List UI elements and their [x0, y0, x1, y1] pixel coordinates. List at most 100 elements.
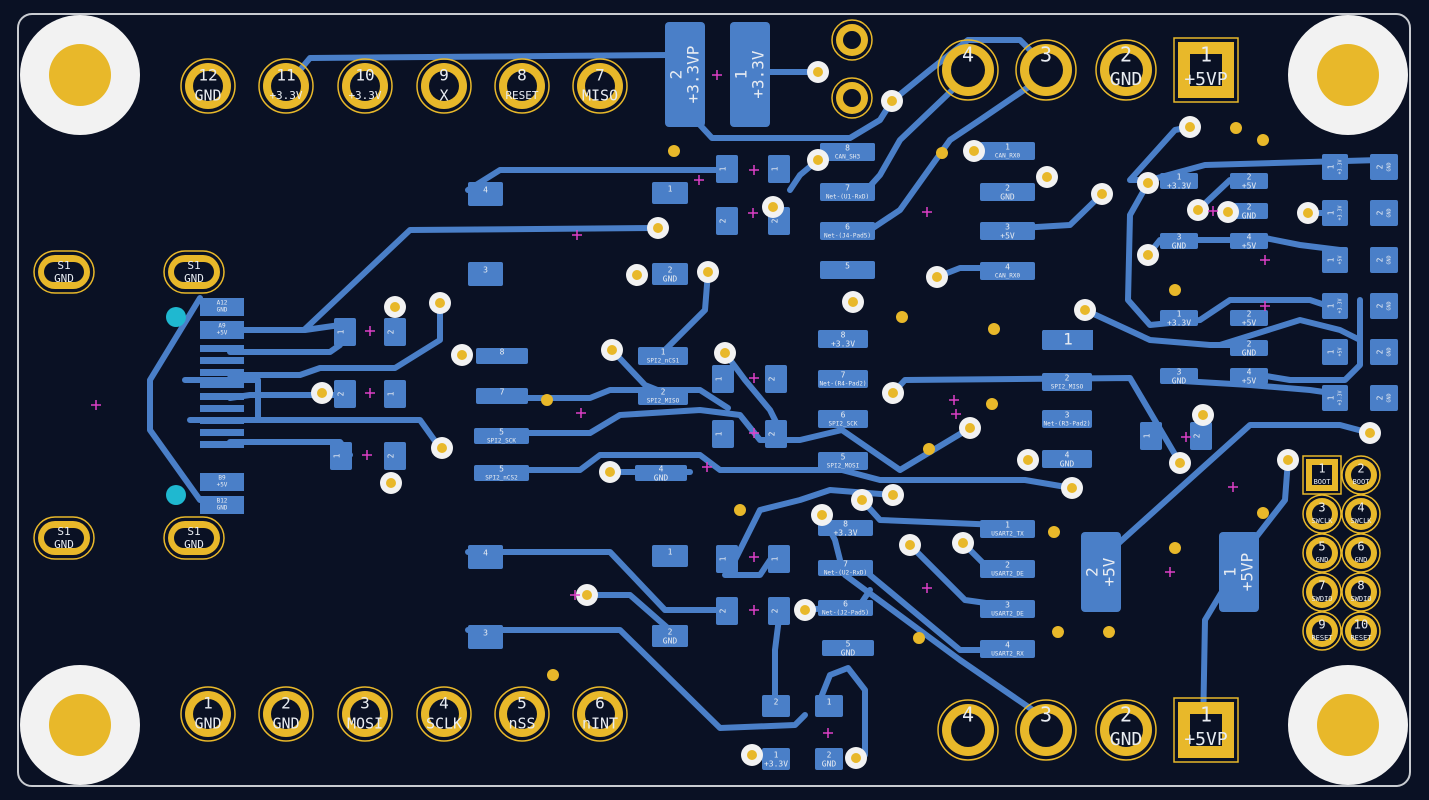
right-net-pad: 1+5V [1322, 247, 1348, 273]
pad-number: 1 [774, 751, 779, 760]
pad-label: GND [1242, 349, 1257, 358]
via [959, 417, 981, 439]
pin-label: GND [1355, 556, 1368, 564]
pad-number: 1 [771, 166, 780, 171]
via [384, 296, 406, 318]
pad-number: 2 [668, 266, 673, 275]
via [882, 484, 904, 506]
via [431, 437, 453, 459]
pad-label: SPI2_MOSI [827, 463, 860, 470]
pad-label: GND [654, 474, 669, 483]
pin-number: 5 [517, 694, 527, 713]
pad-number: 2 [1376, 210, 1385, 215]
mini-pad: 2+5V [1230, 173, 1268, 191]
component-number: 1 [1063, 330, 1073, 349]
pad-label: +5V [1242, 182, 1257, 191]
usb-pin-label: A9 [218, 323, 226, 330]
via [599, 461, 621, 483]
smd-pad: 1 [652, 182, 688, 204]
pin-label: nSS [508, 715, 535, 733]
pad-number: 1 [1327, 257, 1336, 262]
pin-number: 7 [595, 66, 605, 85]
pad-label: +3.3V [1338, 298, 1344, 313]
via [1297, 202, 1319, 224]
via [794, 599, 816, 621]
pad-label: CAN_RX0 [995, 153, 1021, 160]
pad-number: 2 [771, 218, 780, 223]
pad-number: 1 [1005, 143, 1010, 152]
via [1036, 166, 1058, 188]
pad-number: 2 [1376, 303, 1385, 308]
pad-number: 2 [1247, 340, 1252, 349]
via [1061, 477, 1083, 499]
smd-pad: 3 [468, 625, 503, 649]
pad-label: CAN_RX0 [995, 273, 1021, 280]
via [1192, 404, 1214, 426]
pad-number: 5 [845, 262, 850, 271]
resistor-pad: 1 [330, 442, 352, 470]
test-dot [547, 669, 559, 681]
usb-pin-label: B12 [217, 498, 228, 505]
resistor-pad: 2 [334, 380, 356, 408]
smd-pad: 1 [815, 695, 843, 717]
pad-label: GND [1387, 255, 1393, 264]
pad-label: SPI2_SCK [829, 421, 858, 428]
pad-label: +3.3V [1338, 159, 1344, 174]
pad-number: 2 [1247, 173, 1252, 182]
origin-marker [1165, 567, 1175, 577]
pad-number: 3 [1177, 368, 1182, 377]
pad-label: Net-(R4-Pad2) [820, 381, 867, 388]
pad-label: GND [1387, 393, 1393, 402]
via [647, 217, 669, 239]
header-top-pin: 10+3.3V [337, 58, 393, 114]
pad-number: 2 [774, 698, 779, 707]
pad-label: Net-(R3-Pad2) [1044, 421, 1091, 428]
via [1359, 422, 1381, 444]
pad-label: GND [184, 272, 204, 285]
pad-label: GND [1242, 212, 1257, 221]
board-outline [17, 13, 1411, 787]
pad-label: +5V [1242, 377, 1257, 386]
pad-number: 1 [715, 431, 724, 436]
power-bottom-pin-square: 1+5VP [1173, 697, 1239, 763]
test-dot [896, 311, 908, 323]
pin-number: 5 [1318, 540, 1325, 554]
test-dot [923, 443, 935, 455]
pad-label: +3.3V [1338, 390, 1344, 405]
pad-label: +3.3V [1338, 205, 1344, 220]
pad-number: 2 [387, 329, 396, 334]
through-hole [831, 77, 873, 119]
test-dot [1103, 626, 1115, 638]
pad-number: 3 [1005, 223, 1010, 232]
pin-label: X [439, 87, 448, 105]
usb-net-label: GND [217, 307, 228, 314]
pad-number: 2 [719, 608, 728, 613]
origin-marker [576, 408, 586, 418]
usb-net-label: GND [217, 505, 228, 512]
pin-number: 4 [962, 703, 974, 727]
pad-label: GND [1387, 301, 1393, 310]
smd-pad: 4 [468, 182, 503, 206]
pin-label: RESET [1350, 634, 1372, 642]
origin-marker [694, 175, 704, 185]
via [811, 504, 833, 526]
pin-number: 9 [1318, 618, 1325, 632]
pad-number: S1 [187, 259, 200, 272]
